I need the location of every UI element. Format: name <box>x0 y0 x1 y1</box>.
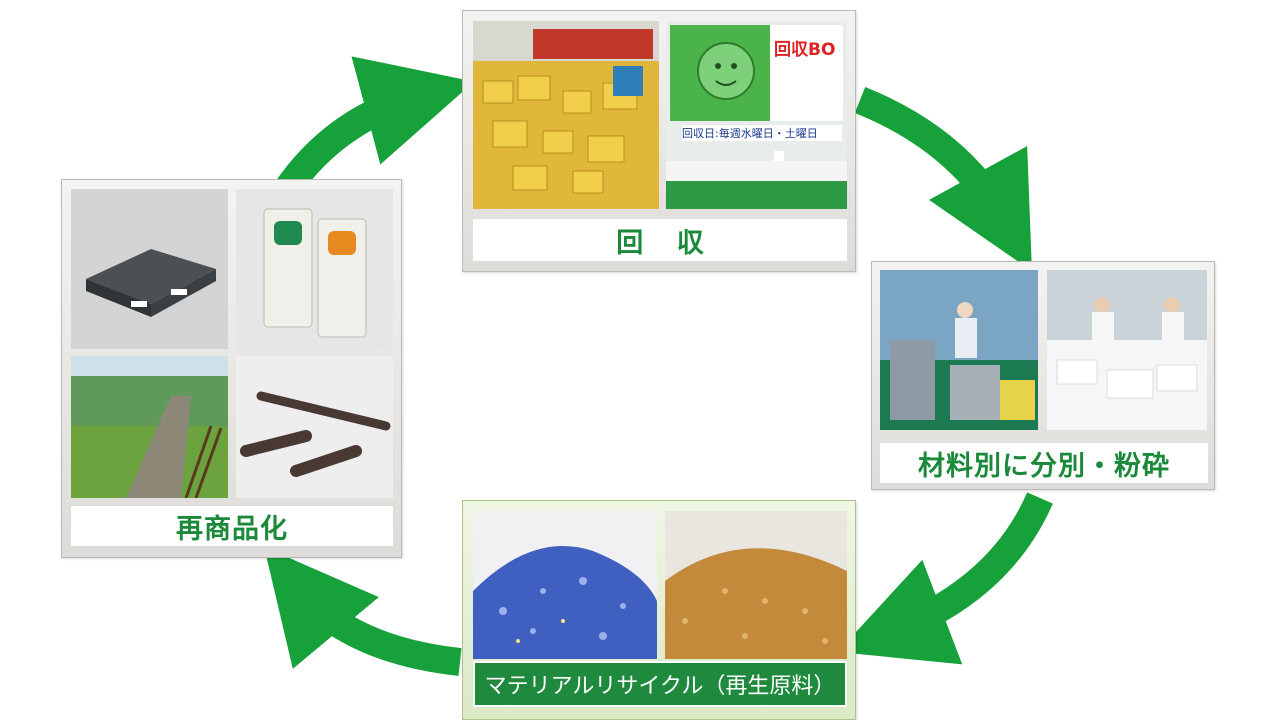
arrow-sort-to-material <box>837 492 1053 665</box>
photo-collection-box-poster: 回収BO 回収日:毎週水曜日・土曜日 <box>666 21 847 209</box>
photo-blue-flakes <box>473 511 657 659</box>
stage-collection-label: 回 収 <box>473 219 847 261</box>
arrow-collect-to-sort <box>854 87 1032 272</box>
stage-recommercialization: 再商品化 <box>61 179 402 558</box>
stage-sorting: 材料別に分別・粉砕 <box>871 261 1215 490</box>
photo-crushing-foam <box>1047 270 1207 430</box>
photo-sorting-workers <box>880 270 1038 430</box>
arrow-material-to-reuse <box>264 546 462 676</box>
stage-recommercialization-label: 再商品化 <box>71 506 393 546</box>
photo-amber-pellets <box>665 511 847 659</box>
photo-pallet <box>71 189 228 349</box>
poster-subheading: 回収日:毎週水曜日・土曜日 <box>682 125 842 141</box>
stage-material-recycling-label: マテリアルリサイクル（再生原料） <box>473 661 847 707</box>
stage-collection: 回収BO 回収日:毎週水曜日・土曜日 回 収 <box>462 10 856 272</box>
photo-crates <box>473 21 659 209</box>
photo-recycled-stakes <box>236 356 393 498</box>
poster-heading: 回収BO <box>774 40 836 60</box>
photo-trash-bins <box>236 189 393 349</box>
stage-material-recycling: マテリアルリサイクル（再生原料） <box>462 500 856 720</box>
photo-stairs-path <box>71 356 228 498</box>
stage-sorting-label: 材料別に分別・粉砕 <box>880 443 1208 483</box>
